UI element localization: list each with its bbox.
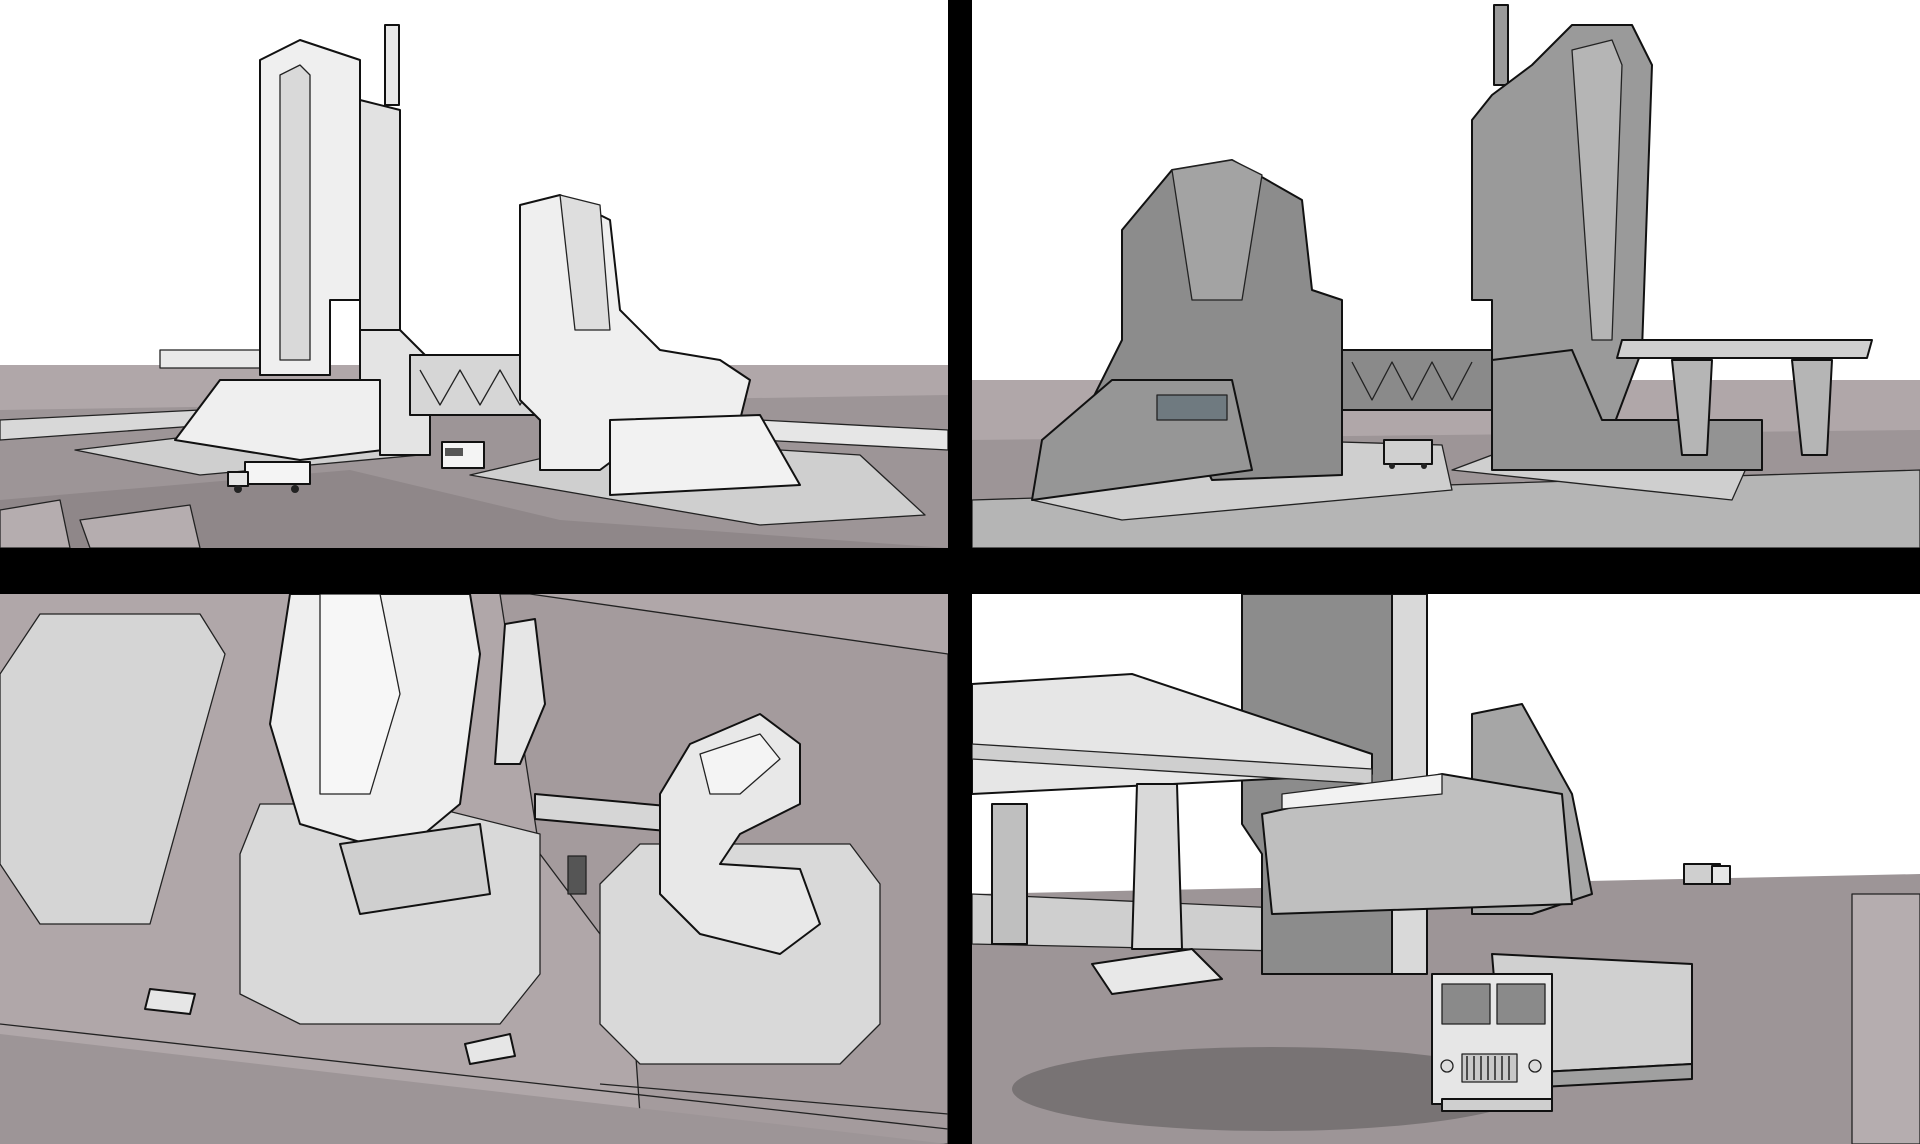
truck-1 [144, 988, 196, 1015]
truck-2 [441, 441, 485, 469]
tower-b-face [1171, 159, 1263, 301]
canopy-column-2 [1791, 359, 1833, 456]
foreground-block-1 [0, 499, 71, 548]
sky [0, 0, 948, 365]
tower-a-rib [1571, 39, 1623, 341]
road-edge-2 [599, 1083, 948, 1115]
antenna [384, 24, 400, 106]
sky [972, 0, 1920, 380]
tower-a-base [339, 823, 491, 915]
panel-2-illustration [972, 0, 1920, 548]
bridge-truss [419, 369, 541, 406]
column-2-base [1091, 948, 1223, 995]
truck-1 [227, 461, 311, 493]
tower-b-base [609, 414, 801, 496]
canopy [1616, 339, 1873, 359]
tower-b-roof [659, 713, 821, 955]
bridge [1341, 349, 1493, 411]
panel-4-illustration [972, 594, 1920, 1144]
canopy-column-1 [1671, 359, 1713, 456]
column-1 [991, 803, 1028, 945]
tower-base-top [1281, 773, 1443, 810]
tower-a-side [359, 99, 401, 331]
panel-ground-level [972, 594, 1920, 1144]
road-edge-1 [0, 1023, 948, 1130]
tower-b-window [1156, 394, 1228, 421]
truck-foreground [1431, 953, 1693, 1112]
road-strip [0, 1034, 948, 1144]
truck [1383, 439, 1433, 469]
truck-3 [567, 855, 587, 895]
panel-top-down [0, 594, 948, 1144]
panel-perspective-front-right [972, 0, 1920, 548]
tower-a-rib [279, 64, 311, 361]
tower-b-top [699, 733, 781, 795]
panel-1-illustration [0, 0, 948, 548]
panel-3-illustration [0, 594, 948, 1144]
canopy-left [159, 349, 261, 369]
side-wall [1851, 893, 1920, 1144]
panel-perspective-front-left [0, 0, 948, 548]
antenna [1493, 4, 1509, 86]
tower-b-rib [559, 194, 611, 331]
block-west [0, 613, 226, 925]
truck-2 [464, 1033, 516, 1065]
truck-shadow [1012, 1047, 1532, 1131]
tower-a-top [319, 594, 401, 795]
tower-a-spire [494, 618, 546, 765]
column-2 [1131, 783, 1183, 950]
truck-distant [1683, 863, 1731, 885]
foreground-block-2 [79, 504, 201, 548]
bridge-truss [1351, 361, 1473, 401]
